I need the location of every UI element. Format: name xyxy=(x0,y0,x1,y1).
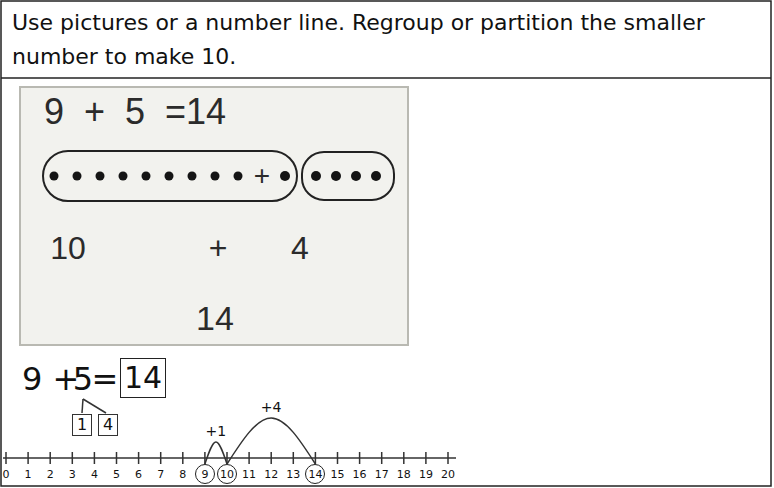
dot xyxy=(96,172,105,181)
dot xyxy=(371,171,381,181)
dot xyxy=(351,171,361,181)
tick xyxy=(116,452,118,464)
tick-number: 17 xyxy=(375,469,389,480)
jump-label: +1 xyxy=(204,424,229,438)
handwritten-sign: + xyxy=(209,232,228,264)
tick-number: 8 xyxy=(179,469,186,480)
equation-sign: = xyxy=(92,363,119,395)
instruction-text: Use pictures or a number line. Regroup o… xyxy=(12,6,762,74)
tick xyxy=(425,452,427,464)
jump-arc xyxy=(227,418,315,464)
tick-number: 7 xyxy=(157,469,164,480)
tick-number: 20 xyxy=(441,469,455,480)
dot xyxy=(50,172,59,181)
circled-number: 10 xyxy=(217,464,237,484)
equation-number: 5 xyxy=(73,363,93,395)
circled-number: 9 xyxy=(195,464,215,484)
node-text: 4 xyxy=(103,417,113,433)
dot xyxy=(211,172,220,181)
handwritten-number: 4 xyxy=(291,232,309,264)
tick-number: 12 xyxy=(264,469,278,480)
tick xyxy=(160,452,162,464)
tick-number: 3 xyxy=(69,469,76,480)
node-text: 14 xyxy=(308,469,322,480)
tick-number: 5 xyxy=(113,469,120,480)
dot xyxy=(331,171,341,181)
partition-line xyxy=(83,399,106,413)
node-text: 1 xyxy=(77,417,87,433)
whiteboard-photo xyxy=(20,87,408,345)
node-text: 14 xyxy=(124,363,162,393)
tick xyxy=(337,452,339,464)
dot xyxy=(234,172,243,181)
tick xyxy=(94,452,96,464)
handwritten-number: 10 xyxy=(50,232,86,264)
jump-label: +4 xyxy=(259,400,284,414)
tick-number: 6 xyxy=(135,469,142,480)
number-line xyxy=(3,452,456,464)
tick-number: 19 xyxy=(419,469,433,480)
node-text: 10 xyxy=(220,469,234,480)
equation-part: 9 + xyxy=(22,363,79,395)
tick-number: 15 xyxy=(331,469,345,480)
node-text: 9 xyxy=(201,469,208,480)
tick xyxy=(5,452,7,464)
dot xyxy=(73,172,82,181)
handwritten-total: 14 xyxy=(196,301,234,335)
tick xyxy=(182,452,184,464)
node-text: + xyxy=(254,162,270,190)
dot xyxy=(142,172,151,181)
tick-number: 11 xyxy=(242,469,256,480)
dot xyxy=(311,171,321,181)
tick xyxy=(447,452,449,464)
partition-line xyxy=(82,399,83,413)
partition-lines xyxy=(82,399,106,413)
number-line-axis xyxy=(3,457,456,459)
circled-number: 14 xyxy=(305,464,325,484)
counting-dots xyxy=(50,171,382,181)
tick xyxy=(27,452,29,464)
partition-box: 1 xyxy=(72,414,92,436)
tick xyxy=(138,452,140,464)
cell-divider xyxy=(1,77,771,79)
dot xyxy=(165,172,174,181)
tick xyxy=(403,452,405,464)
dot xyxy=(188,172,197,181)
tick xyxy=(248,452,250,464)
handwritten-equation: 9 + 5 =14 xyxy=(44,94,226,130)
tick xyxy=(293,452,295,464)
tick-number: 18 xyxy=(397,469,411,480)
tick-number: 13 xyxy=(286,469,300,480)
tick-number: 4 xyxy=(91,469,98,480)
answer-box: 14 xyxy=(120,358,166,398)
group-loop xyxy=(302,152,394,200)
jump-arc xyxy=(205,442,227,464)
tick xyxy=(381,452,383,464)
ten-frame-loop: + xyxy=(42,150,298,202)
dot xyxy=(119,172,128,181)
tick-number: 2 xyxy=(47,469,54,480)
tick-number: 0 xyxy=(3,469,10,480)
dot xyxy=(280,171,290,181)
tick-number: 1 xyxy=(25,469,32,480)
tick xyxy=(49,452,51,464)
tick xyxy=(72,452,74,464)
partition-box: 4 xyxy=(98,414,118,436)
tick xyxy=(359,452,361,464)
tick-number: 16 xyxy=(353,469,367,480)
tick xyxy=(270,452,272,464)
